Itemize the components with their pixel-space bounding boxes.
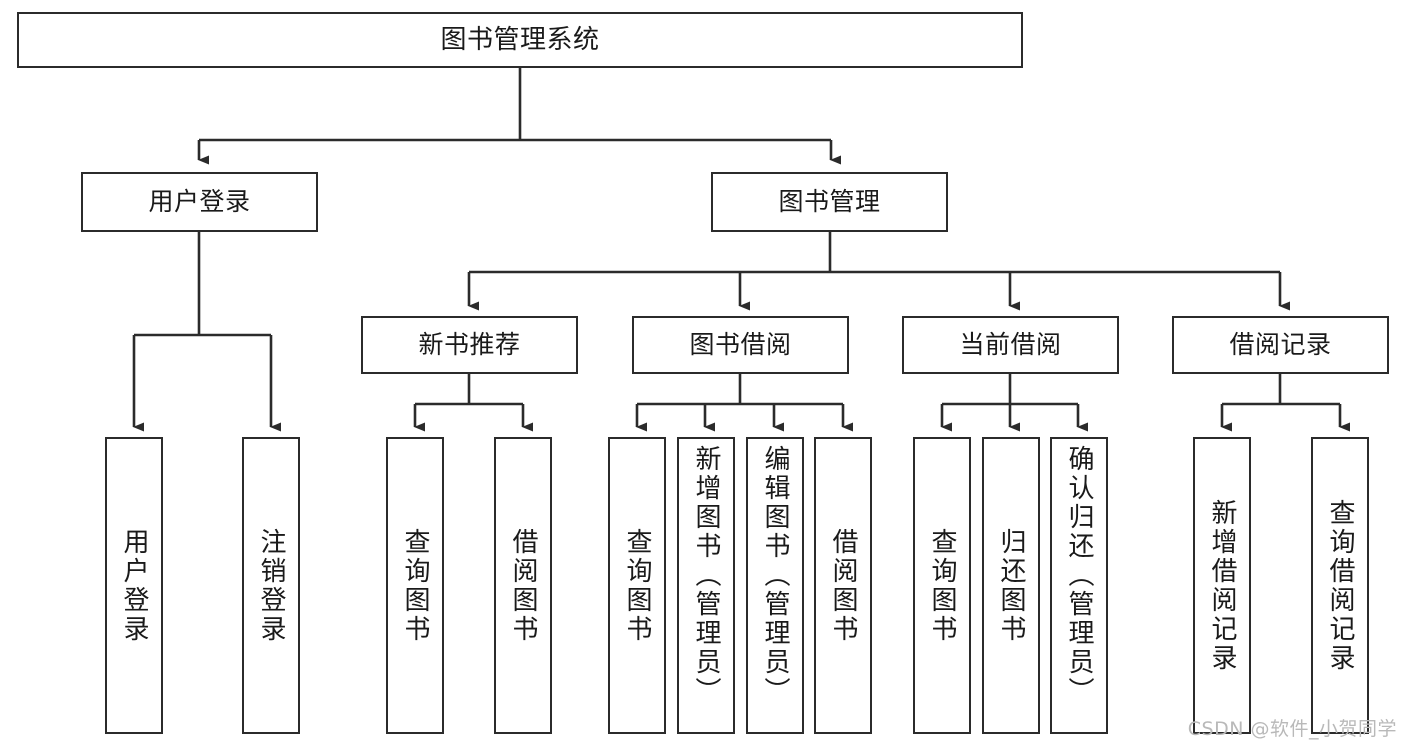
leaf-borrow-borrow-book[interactable]: 借阅图书 <box>814 437 872 734</box>
leaf-record-query[interactable]: 查询借阅记录 <box>1311 437 1369 734</box>
leaf-borrow-query-book[interactable]: 查询图书 <box>608 437 666 734</box>
node-book-management[interactable]: 图书管理 <box>711 172 948 232</box>
leaf-new-book-borrow[interactable]: 借阅图书 <box>494 437 552 734</box>
node-label: 借阅记录 <box>1229 330 1332 360</box>
node-label: 归还图书 <box>996 527 1026 644</box>
node-current-borrow[interactable]: 当前借阅 <box>902 316 1119 374</box>
node-label: 用户登录 <box>119 527 149 644</box>
leaf-borrow-edit-book[interactable]: 编辑图书（管理员） <box>746 437 804 734</box>
leaf-user-login-login[interactable]: 用户登录 <box>105 437 163 734</box>
node-label: 新增图书（管理员） <box>691 445 721 706</box>
node-label: 查询借阅记录 <box>1325 498 1355 673</box>
node-root-system[interactable]: 图书管理系统 <box>17 12 1023 68</box>
watermark-text: CSDN @软件_小贺同学 <box>1187 718 1397 740</box>
node-label: 查询图书 <box>400 527 430 644</box>
node-label: 借阅图书 <box>828 527 858 644</box>
node-label: 查询图书 <box>622 527 652 644</box>
node-new-book-recommend[interactable]: 新书推荐 <box>361 316 578 374</box>
node-label: 编辑图书（管理员） <box>760 445 790 706</box>
node-label: 图书管理系统 <box>440 24 600 55</box>
node-label: 新书推荐 <box>418 330 521 360</box>
node-label: 图书管理 <box>778 187 881 217</box>
node-label: 查询图书 <box>927 527 957 644</box>
node-label: 借阅图书 <box>508 527 538 644</box>
leaf-user-login-logout[interactable]: 注销登录 <box>242 437 300 734</box>
node-label: 确认归还（管理员） <box>1064 445 1094 706</box>
node-borrow-record[interactable]: 借阅记录 <box>1172 316 1389 374</box>
node-label: 图书借阅 <box>689 330 792 360</box>
node-label: 用户登录 <box>148 187 251 217</box>
leaf-new-book-query[interactable]: 查询图书 <box>386 437 444 734</box>
leaf-current-return-book[interactable]: 归还图书 <box>982 437 1040 734</box>
node-label: 当前借阅 <box>959 330 1062 360</box>
node-label: 注销登录 <box>256 527 286 644</box>
node-book-borrow[interactable]: 图书借阅 <box>632 316 849 374</box>
node-label: 新增借阅记录 <box>1207 498 1237 673</box>
leaf-borrow-add-book[interactable]: 新增图书（管理员） <box>677 437 735 734</box>
node-user-login[interactable]: 用户登录 <box>81 172 318 232</box>
leaf-current-query-book[interactable]: 查询图书 <box>913 437 971 734</box>
leaf-current-confirm-return[interactable]: 确认归还（管理员） <box>1050 437 1108 734</box>
leaf-record-add[interactable]: 新增借阅记录 <box>1193 437 1251 734</box>
